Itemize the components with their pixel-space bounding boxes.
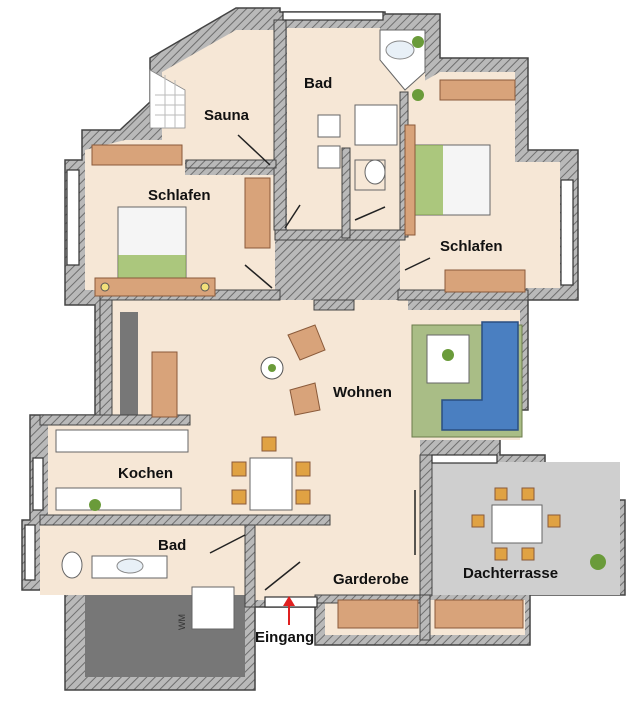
plant-icon xyxy=(412,36,424,48)
plant-icon xyxy=(268,364,276,372)
sauna-bench xyxy=(244,177,271,249)
label-kochen: Kochen xyxy=(118,465,173,482)
sink-1 xyxy=(317,114,341,138)
label-schlafen-right: Schlafen xyxy=(440,238,503,255)
bedroom-right-furniture xyxy=(404,79,526,293)
floor-sauna xyxy=(162,30,274,165)
armchair-2 xyxy=(289,382,321,416)
label-wm: WM xyxy=(177,614,187,630)
plants xyxy=(89,36,606,570)
terrace-furniture xyxy=(337,487,561,629)
shower xyxy=(354,104,398,146)
sofa xyxy=(441,321,519,431)
bad-bottom-fixtures xyxy=(61,551,235,630)
kitchen-furniture xyxy=(55,429,311,511)
label-wohnen: Wohnen xyxy=(333,384,392,401)
label-garderobe: Garderobe xyxy=(333,571,409,588)
label-schlafen-left: Schlafen xyxy=(148,187,211,204)
label-bad-bottom: Bad xyxy=(158,537,186,554)
plant-icon xyxy=(89,499,101,511)
doors xyxy=(209,134,431,591)
dining-table xyxy=(249,457,293,511)
terrace-table xyxy=(491,504,543,544)
shower-bottom xyxy=(191,586,235,630)
plant-icon xyxy=(590,554,606,570)
windows xyxy=(24,11,574,608)
label-bad-top: Bad xyxy=(304,75,332,92)
plant-icon xyxy=(442,349,454,361)
kitchen-column xyxy=(120,312,138,417)
cabinet xyxy=(151,351,178,418)
plant-icon xyxy=(412,89,424,101)
toilet xyxy=(364,159,386,185)
toilet-bottom xyxy=(61,551,83,579)
label-dachterrasse: Dachterrasse xyxy=(463,565,558,582)
stairs xyxy=(149,69,186,129)
sink-2 xyxy=(317,145,341,169)
label-entrance: Eingang xyxy=(255,629,314,646)
label-sauna: Sauna xyxy=(204,107,250,124)
entrance-arrow-icon xyxy=(283,596,295,625)
bedroom-left-furniture xyxy=(91,144,216,297)
armchair-1 xyxy=(287,324,326,361)
